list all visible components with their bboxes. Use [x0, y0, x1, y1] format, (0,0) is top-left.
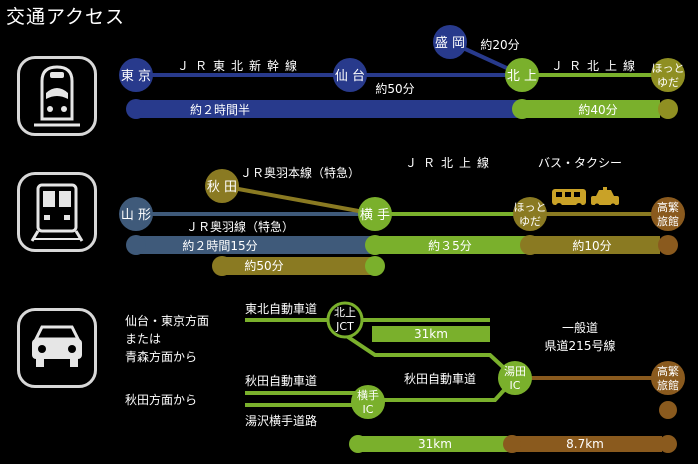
- origin-sendai-b: または: [125, 332, 161, 346]
- station-yuda-label-2a: ほっと: [514, 201, 547, 214]
- station-akita-label: 秋 田: [207, 180, 237, 195]
- time-akita-yokote: 約50分: [244, 258, 283, 273]
- time-yokote-yuda: 約３5分: [428, 238, 472, 253]
- taxi-icon: [591, 187, 619, 209]
- takashige-label-1b: 旅館: [657, 214, 679, 228]
- jct-label-b: JCT: [335, 320, 354, 333]
- station-akita: [205, 169, 239, 203]
- station-morioka-label: 盛 岡: [435, 36, 465, 51]
- line-kitakami-label-2: ＪＲ北上線: [405, 155, 495, 170]
- road-akita-mid: 秋田自動車道: [404, 372, 476, 386]
- station-takashige-1: [651, 197, 685, 231]
- station-yamagata: [119, 197, 153, 231]
- station-yuda-label-1b: ゆだ: [657, 76, 679, 89]
- time-yuda-takashige: 約10分: [572, 238, 611, 253]
- takashige-label-2b: 旅館: [657, 378, 679, 392]
- jct-label-a: 北上: [334, 306, 356, 319]
- ic-yuda-label-b: IC: [510, 379, 521, 392]
- time-tokyo-kitakami: 約２時間半: [190, 102, 250, 117]
- time-kitakami-yuda: 約40分: [578, 102, 617, 117]
- car-icon: [17, 308, 97, 388]
- station-tokyo-label: 東 京: [121, 68, 151, 84]
- jct-kitakami: [326, 301, 364, 339]
- origin-sendai-a: 仙台・東京方面: [125, 313, 209, 328]
- station-sendai: [333, 58, 367, 92]
- station-hottoyuda-2: [513, 197, 547, 231]
- station-morioka: [433, 25, 467, 59]
- shinkansen-icon: [17, 56, 97, 136]
- origin-akita: 秋田方面から: [125, 392, 197, 407]
- ic-yokote-label-a: 横手: [357, 388, 379, 402]
- station-hottoyuda-1: [651, 58, 685, 92]
- station-yuda-label-2b: ゆだ: [519, 215, 541, 228]
- bus-icon: [552, 189, 586, 209]
- origin-sendai-c: 青森方面から: [125, 349, 197, 364]
- time-morioka-kitakami: 約20分: [480, 37, 519, 52]
- station-yamagata-label: 山 形: [121, 208, 151, 223]
- station-kitakami: [505, 58, 539, 92]
- ic-yokote: [351, 385, 385, 419]
- line-ou-main-label: ＪＲ奥羽本線（特急）: [240, 165, 360, 180]
- road-akita-left: 秋田自動車道: [245, 374, 317, 388]
- distance-31-bottom: 31km: [418, 437, 452, 451]
- station-yokote-label: 横 手: [360, 208, 390, 223]
- road-prefectural-b: 県道215号線: [545, 338, 616, 353]
- station-kitakami-label: 北 上: [507, 69, 537, 84]
- distance-8-7: 8.7km: [566, 437, 604, 451]
- time-sendai-kitakami: 約50分: [375, 81, 414, 96]
- road-yuzawa: 湯沢横手道路: [245, 413, 317, 428]
- station-yokote: [358, 197, 392, 231]
- station-tokyo: [119, 58, 153, 92]
- station-sendai-label: 仙 台: [335, 69, 365, 84]
- station-yuda-label-1a: ほっと: [652, 62, 685, 75]
- road-tohoku: 東北自動車道: [245, 302, 317, 316]
- distance-31-top: 31km: [414, 327, 448, 341]
- takashige-label-2a: 高繁: [657, 364, 679, 378]
- train-icon: [17, 172, 97, 252]
- page-title: 交通アクセス: [6, 6, 126, 28]
- line-tohoku-label: ＪＲ東北新幹線: [177, 58, 303, 73]
- ic-yokote-label-b: IC: [363, 403, 374, 416]
- station-takashige-2: [651, 361, 685, 395]
- ic-yuda-label-a: 湯田: [504, 365, 526, 378]
- takashige-label-1a: 高繁: [657, 200, 679, 214]
- road-prefectural-a: 一般道: [562, 320, 598, 335]
- line-ou-label: ＪＲ奥羽線（特急）: [186, 219, 294, 234]
- time-yamagata-yokote: 約２時間15分: [182, 238, 257, 253]
- ic-yuda: [498, 361, 532, 395]
- bus-taxi-label: バス・タクシー: [538, 156, 622, 170]
- line-kitakami-label-1: ＪＲ北上線: [551, 58, 641, 73]
